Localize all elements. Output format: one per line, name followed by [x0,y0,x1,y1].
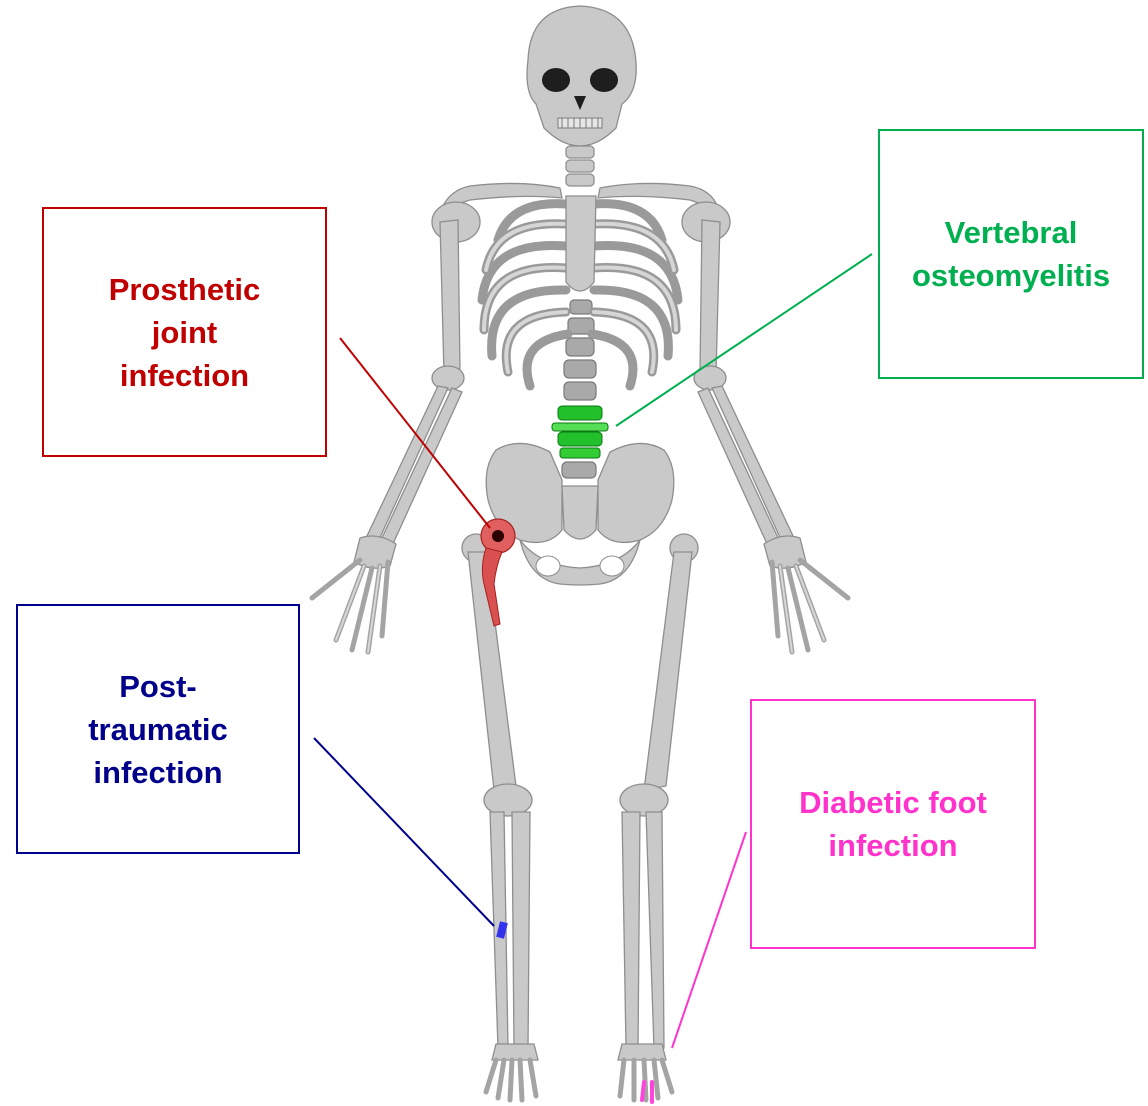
left-foot [618,1044,672,1100]
prosthetic-joint-infection-label: Prosthetic joint infection [42,207,327,457]
lumbar-spine-highlight [552,406,608,458]
left-leg [620,534,698,1048]
post-traumatic-infection-label: Post- traumatic infection [16,604,300,854]
rib-cage [482,196,678,386]
diabetic-foot-infection-label: Diabetic foot infection [750,699,1036,949]
skull [527,6,636,146]
left-hand [772,560,848,652]
right-foot [486,1044,538,1100]
vertebral-osteomyelitis-label: Vertebral osteomyelitis [878,129,1144,379]
left-arm [694,220,806,568]
post-traumatic-leader-line [314,738,494,926]
prosthetic-leader-line [340,338,490,528]
right-arm [354,220,464,568]
sternum [566,196,596,291]
diabetic-leader-line [672,832,746,1048]
right-hand [312,560,388,652]
